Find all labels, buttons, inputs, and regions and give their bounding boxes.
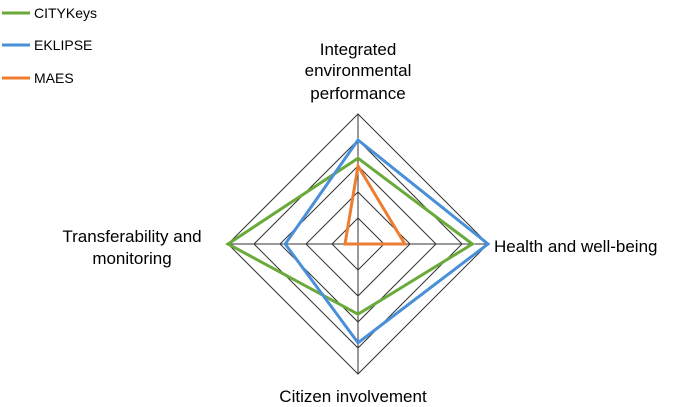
axis-label-top-line2: environmental xyxy=(305,61,412,80)
series-citykeys xyxy=(225,156,476,316)
series-maes xyxy=(343,161,408,246)
axis-label-left-line1: Transferability and xyxy=(62,227,201,246)
radar-series xyxy=(225,137,491,345)
legend-label-citykeys: CITYKeys xyxy=(34,5,97,21)
axis-label-bottom: Citizen involvement xyxy=(279,387,427,406)
axis-label-right: Health and well-being xyxy=(494,237,658,256)
legend-label-maes: MAES xyxy=(34,70,74,86)
series-eklipse xyxy=(283,137,491,345)
axis-label-top-line3: performance xyxy=(310,84,405,103)
axis-label-top-line1: Integrated xyxy=(320,40,397,59)
legend: CITYKeys EKLIPSE MAES xyxy=(2,5,97,86)
legend-label-eklipse: EKLIPSE xyxy=(34,37,92,53)
axis-label-left-line2: monitoring xyxy=(92,249,171,268)
